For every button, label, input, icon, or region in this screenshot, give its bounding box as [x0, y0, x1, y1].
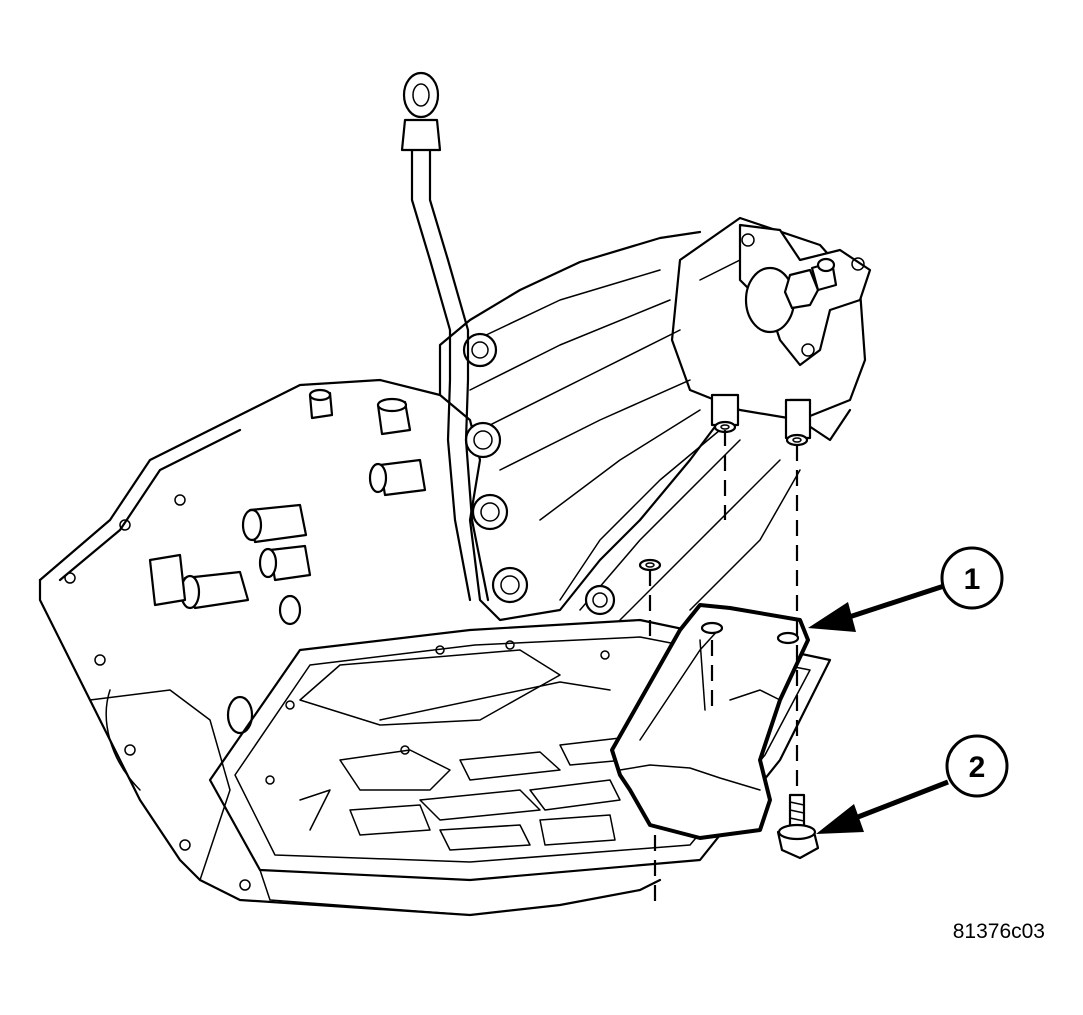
callout-1-number: 1	[964, 563, 981, 596]
callout-2-number: 2	[969, 751, 986, 784]
alignment-lines	[648, 430, 799, 910]
transaxle-case	[38, 71, 872, 917]
mount-bracket	[610, 603, 810, 840]
figure-id-label: 81376c03	[953, 920, 1045, 943]
valve-body-plugs	[148, 388, 427, 735]
dipstick-tube	[400, 71, 490, 602]
mount-bolt	[776, 793, 820, 860]
callout-1: 1	[808, 546, 1004, 632]
callout-2: 2	[816, 734, 1009, 834]
oil-pan	[208, 618, 832, 916]
